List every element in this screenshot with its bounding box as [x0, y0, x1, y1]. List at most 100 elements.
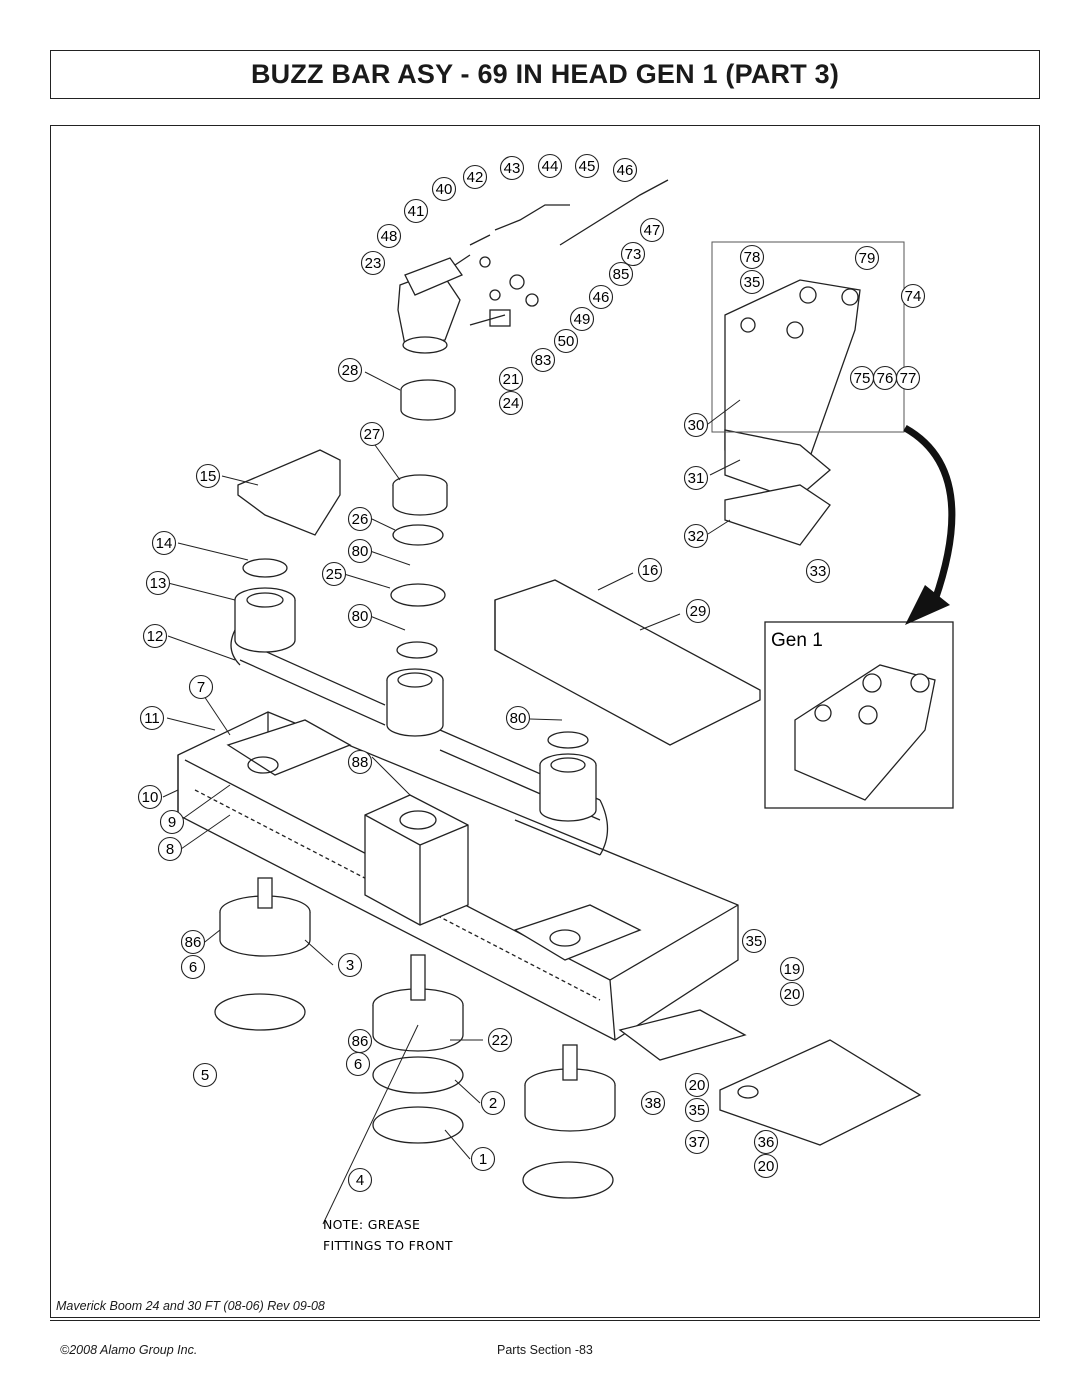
callout-79: 79: [854, 245, 880, 271]
callout-balloon: [588, 284, 614, 310]
callout-balloon: [188, 674, 214, 700]
callout-balloon: [347, 538, 373, 564]
callout-balloon: [620, 241, 646, 267]
callout-number: 46: [593, 289, 610, 306]
callout-number: 20: [758, 1158, 775, 1175]
copyright: ©2008 Alamo Group Inc.: [60, 1343, 198, 1357]
callout-number: 24: [503, 395, 520, 412]
callout-balloon: [137, 784, 163, 810]
callout-number: 25: [326, 566, 343, 583]
callout-number: 31: [688, 470, 705, 487]
callout-22: 22: [487, 1027, 513, 1053]
callout-number: 50: [558, 333, 575, 350]
callout-balloon: [180, 929, 206, 955]
gen1-arrow: [903, 424, 956, 602]
shield-plate-right: [719, 1039, 922, 1146]
guards: [237, 449, 761, 746]
callout-number: 2: [489, 1095, 497, 1112]
callout-35: 35: [741, 928, 767, 954]
callout-number: 30: [688, 417, 705, 434]
callout-number: 29: [690, 603, 707, 620]
mount-plate-32: [724, 484, 831, 546]
callout-balloon: [337, 952, 363, 978]
page-section: Parts Section -83: [497, 1343, 593, 1357]
callout-number: 80: [352, 543, 369, 560]
callout-9: 9: [159, 809, 185, 835]
callout-balloon: [895, 365, 921, 391]
callout-40: 40: [431, 176, 457, 202]
callout-78: 78: [739, 244, 765, 270]
callout-number: 1: [479, 1151, 487, 1168]
callout-balloon: [142, 623, 168, 649]
callout-balloon: [739, 244, 765, 270]
callout-77: 77: [895, 365, 921, 391]
callout-73: 73: [620, 241, 646, 267]
callout-balloon: [499, 155, 525, 181]
callout-number: 74: [905, 288, 922, 305]
callout-balloon: [530, 347, 556, 373]
gen1-inset-drawing: [794, 664, 936, 801]
callout-45: 45: [574, 153, 600, 179]
callout-number: 13: [150, 575, 167, 592]
callout-balloon: [537, 153, 563, 179]
callout-number: 49: [574, 311, 591, 328]
bracket-38: [618, 1009, 747, 1061]
diagram-frame: [50, 125, 1040, 1318]
upper-inset-frame: [711, 241, 905, 433]
footer-rule: [50, 1320, 1040, 1321]
callout-number: 20: [689, 1077, 706, 1094]
callout-number: 48: [381, 228, 398, 245]
pulleys: [234, 379, 597, 822]
leader-lines: [162, 371, 741, 1225]
callout-80: 80: [347, 603, 373, 629]
callout-30: 30: [683, 412, 709, 438]
callout-number: 10: [142, 789, 159, 806]
callout-balloon: [684, 1129, 710, 1155]
callout-74: 74: [900, 283, 926, 309]
callout-balloon: [462, 164, 488, 190]
callout-number: 45: [579, 158, 596, 175]
callout-80: 80: [505, 705, 531, 731]
callout-balloon: [553, 328, 579, 354]
callout-balloon: [359, 421, 385, 447]
callout-47: 47: [639, 217, 665, 243]
drive-belt: [239, 639, 601, 856]
callout-balloon: [498, 390, 524, 416]
callout-44: 44: [537, 153, 563, 179]
callout-number: 35: [744, 274, 761, 291]
callout-86: 86: [180, 929, 206, 955]
callout-balloon: [805, 558, 831, 584]
callout-number: 6: [189, 959, 197, 976]
callout-75: 75: [849, 365, 875, 391]
callout-33: 33: [805, 558, 831, 584]
callout-20: 20: [779, 981, 805, 1007]
callout-25: 25: [321, 561, 347, 587]
callout-7: 7: [188, 674, 214, 700]
callout-number: 28: [342, 362, 359, 379]
callout-balloon: [637, 557, 663, 583]
guard-right: [494, 579, 761, 746]
callout-balloon: [498, 366, 524, 392]
callout-31: 31: [683, 465, 709, 491]
callout-balloon: [684, 1072, 710, 1098]
callout-number: 35: [746, 933, 763, 950]
callout-balloon: [779, 981, 805, 1007]
callout-number: 80: [352, 608, 369, 625]
callout-2: 2: [480, 1090, 506, 1116]
gen1-label: Gen 1: [771, 630, 823, 651]
callout-48: 48: [376, 223, 402, 249]
callout-number: 23: [365, 255, 382, 272]
callout-balloon: [347, 1167, 373, 1193]
callout-balloon: [741, 928, 767, 954]
callout-balloon: [612, 157, 638, 183]
callout-number: 73: [625, 246, 642, 263]
callout-balloon: [569, 306, 595, 332]
callout-23: 23: [360, 250, 386, 276]
callout-14: 14: [151, 530, 177, 556]
callout-balloon: [151, 530, 177, 556]
callout-number: 44: [542, 158, 559, 175]
callout-20: 20: [684, 1072, 710, 1098]
callout-number: 77: [900, 370, 917, 387]
callout-5: 5: [192, 1062, 218, 1088]
callout-number: 7: [197, 679, 205, 696]
